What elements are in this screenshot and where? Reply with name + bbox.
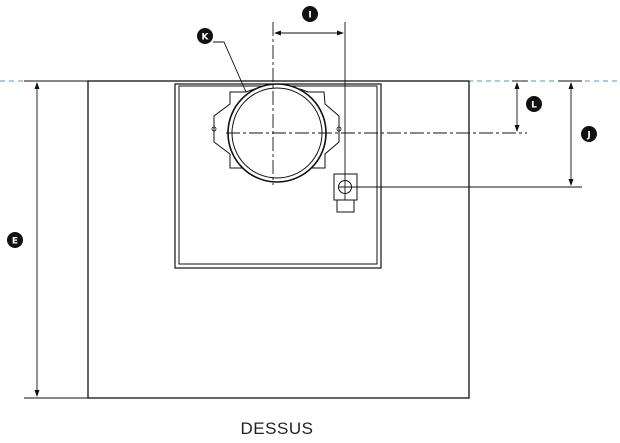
label-badge-i: I: [302, 6, 318, 22]
label-badge-e: E: [7, 232, 23, 248]
dimension-i-arrowhead-right: [337, 30, 344, 36]
flange-screw-left: [211, 126, 217, 132]
svg-text:J: J: [586, 131, 590, 141]
dimension-e-arrowhead-top: [34, 82, 40, 89]
view-caption: DESSUS: [241, 419, 314, 438]
svg-text:E: E: [12, 237, 18, 247]
svg-text:L: L: [531, 101, 537, 111]
label-badge-l: L: [526, 96, 542, 112]
dimension-j-arrowhead-top: [568, 82, 574, 89]
svg-text:I: I: [308, 11, 311, 21]
dimension-e-arrowhead-bottom: [34, 390, 40, 397]
dimension-l-arrowhead-top: [514, 82, 520, 89]
dimension-i-arrowhead-left: [274, 30, 281, 36]
dimension-j-arrowhead-bottom: [568, 179, 574, 186]
flange-screw-right: [336, 126, 342, 132]
label-badge-j: J: [581, 126, 597, 142]
label-badge-k: K: [197, 28, 213, 44]
outer-body-outline: [87, 80, 470, 399]
connection-fitting-base: [336, 199, 355, 213]
svg-text:K: K: [202, 33, 210, 43]
dimension-l-arrowhead-bottom: [514, 125, 520, 132]
leader-k-line: [213, 41, 247, 93]
